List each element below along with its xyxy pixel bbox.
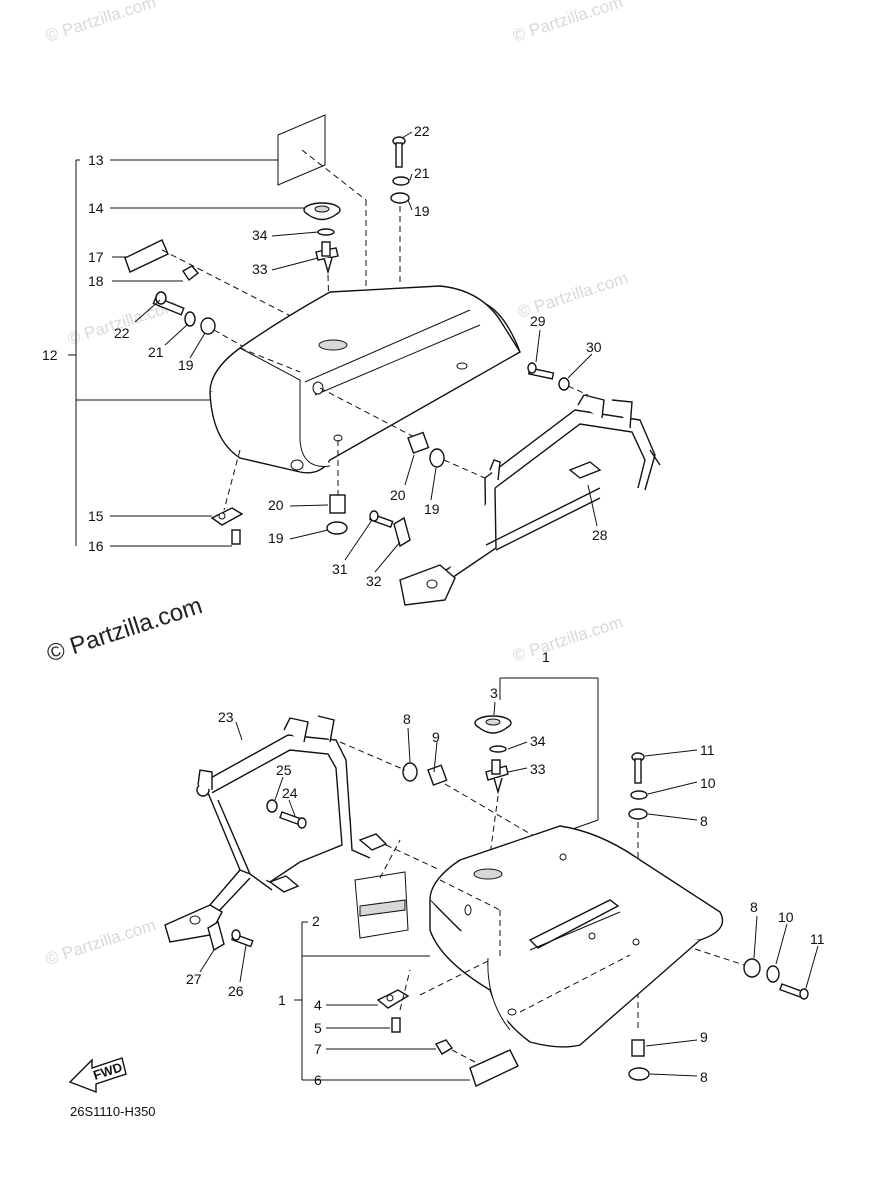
callout-11-upper: 11	[700, 742, 715, 758]
callout-20-low: 20	[268, 497, 284, 513]
bolt-plate-bottom-left	[207, 920, 254, 952]
bolt-set-bottom-right	[628, 752, 650, 1081]
bushing-set-center	[326, 431, 486, 535]
bolt-set-top	[390, 136, 410, 282]
callout-29: 29	[530, 313, 546, 329]
callout-21-top: 21	[414, 165, 430, 181]
callout-leaders	[134, 131, 819, 1077]
callout-19-low: 19	[268, 530, 284, 546]
callout-27: 27	[186, 971, 202, 987]
callout-24: 24	[282, 785, 298, 801]
callout-32: 32	[366, 573, 382, 589]
top-bracket-lines	[68, 159, 305, 547]
callout-18: 18	[88, 273, 104, 289]
valve-part-bottom	[485, 745, 509, 871]
watermark: © Partzilla.com	[43, 0, 158, 46]
callout-15: 15	[88, 508, 104, 524]
callout-25: 25	[276, 762, 292, 778]
callout-22-left: 22	[114, 325, 130, 341]
callout-30: 30	[586, 339, 602, 355]
callout-31: 31	[332, 561, 348, 577]
bolt-set-left	[152, 291, 317, 389]
callout-33-bottom: 33	[530, 761, 546, 777]
bolt-set-right	[527, 362, 589, 396]
callout-11-far: 11	[810, 931, 825, 947]
callout-10-far: 10	[778, 909, 794, 925]
fuel-cap-part	[303, 202, 341, 221]
watermark: © Partzilla.com	[510, 612, 625, 665]
mounting-frame-top	[399, 394, 661, 606]
callout-19-left: 19	[178, 357, 194, 373]
callout-8-far: 8	[750, 899, 758, 915]
diagram-code: 26S1110-H350	[70, 1104, 156, 1119]
callout-23: 23	[218, 709, 234, 725]
bolt-set-bottom-left	[266, 799, 307, 829]
callout-1-top: 1	[542, 649, 550, 665]
callout-22-top: 22	[414, 123, 430, 139]
side-case-left-part	[209, 285, 521, 511]
callout-12: 12	[42, 347, 58, 363]
callout-7: 7	[314, 1041, 322, 1057]
callout-21-left: 21	[148, 344, 164, 360]
callout-9-lower: 9	[700, 1029, 708, 1045]
callout-10-upper: 10	[700, 775, 716, 791]
reflector-part-top	[124, 239, 319, 331]
callout-4: 4	[314, 997, 322, 1013]
callout-5: 5	[314, 1020, 322, 1036]
callout-8-right: 8	[700, 813, 708, 829]
decal-part	[354, 839, 409, 939]
watermark: © Partzilla.com	[43, 915, 158, 968]
callout-3: 3	[490, 685, 498, 701]
callout-9-upper: 9	[432, 729, 440, 745]
callout-14: 14	[88, 200, 104, 216]
callout-8-upper: 8	[403, 711, 411, 727]
watermark-main: © Partzilla.com	[44, 592, 206, 668]
callout-34-top: 34	[252, 227, 268, 243]
fwd-arrow-icon	[68, 1057, 127, 1094]
side-case-right-part	[419, 825, 724, 1048]
callout-8-lower: 8	[700, 1069, 708, 1085]
callout-1-bottom: 1	[278, 992, 286, 1008]
callout-13: 13	[88, 152, 104, 168]
small-parts-bottom	[376, 969, 519, 1087]
callout-19-center: 19	[424, 501, 440, 517]
callout-26: 26	[228, 983, 244, 999]
bracket-small-top	[210, 507, 244, 545]
valve-part-top	[315, 228, 339, 351]
fuel-cap-part-bottom	[474, 715, 512, 734]
callout-34-bottom: 34	[530, 733, 546, 749]
callout-6: 6	[314, 1072, 322, 1088]
callout-28: 28	[592, 527, 608, 543]
callout-labels: 13 14 17 18 12 15 16 22 21 19 34 33 22 2…	[42, 123, 825, 1088]
bolt-plate-center	[369, 510, 411, 548]
watermark: © Partzilla.com	[510, 0, 625, 46]
callout-19-top: 19	[414, 203, 430, 219]
bottom-bracket-lines	[294, 677, 599, 1081]
callout-20-center: 20	[390, 487, 406, 503]
callout-2: 2	[312, 913, 320, 929]
callout-33-top: 33	[252, 261, 268, 277]
mounting-frame-bottom	[164, 715, 441, 943]
callout-16: 16	[88, 538, 104, 554]
callout-17: 17	[88, 249, 104, 265]
